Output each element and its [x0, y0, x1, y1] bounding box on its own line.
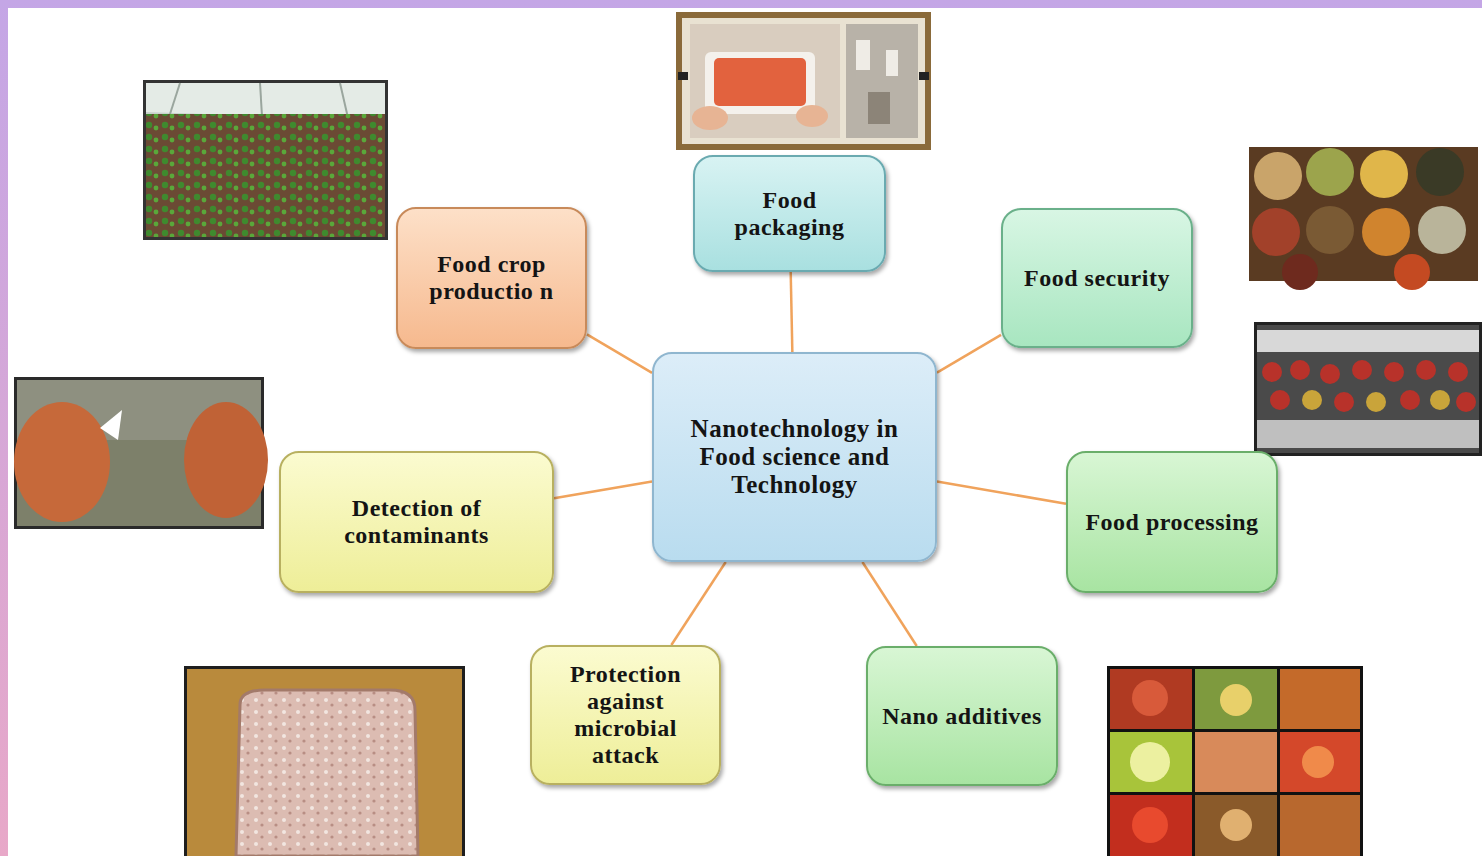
page-ground [8, 8, 1482, 856]
topic-box: Food packaging [693, 155, 886, 272]
topic-box: Nano additives [866, 646, 1058, 786]
topic-box: Protection against microbial attack [530, 645, 721, 785]
connector-line [554, 482, 652, 499]
connector-line [791, 272, 793, 352]
connector-line [937, 335, 1001, 373]
food-collage-photo [1107, 666, 1363, 856]
node-label: Food packaging [707, 187, 872, 241]
node-label: Nano additives [882, 703, 1042, 730]
bread-photo [184, 666, 465, 856]
topic-box: Food crop productio n [396, 207, 587, 349]
spices-photo [1249, 147, 1478, 290]
node-label: Food security [1024, 265, 1170, 292]
node-label: Nanotechnology in Food science and Techn… [666, 415, 923, 499]
connector-line [862, 562, 916, 646]
topic-box: Food processing [1066, 451, 1278, 593]
node-label: Food processing [1085, 509, 1258, 536]
connector-line [671, 562, 725, 645]
topic-box: Detection of contaminants [279, 451, 554, 593]
node-label: Food crop productio n [410, 251, 573, 305]
connector-line [937, 482, 1066, 504]
central-topic-box: Nanotechnology in Food science and Techn… [652, 352, 937, 562]
node-label: Protection against microbial attack [544, 661, 707, 769]
greenhouse-photo [143, 80, 388, 240]
chip-photo [14, 377, 268, 529]
conveyor-photo [1254, 322, 1482, 456]
node-label: Detection of contaminants [293, 495, 540, 549]
packaging-photo [676, 12, 931, 150]
connector-line [587, 334, 652, 372]
topic-box: Food security [1001, 208, 1193, 348]
